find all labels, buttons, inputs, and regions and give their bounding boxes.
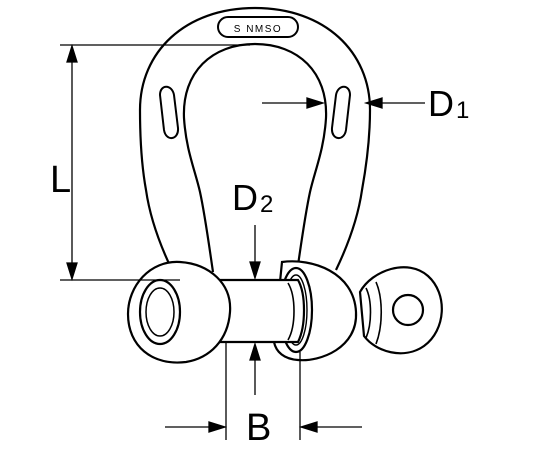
label-d2-sub: 2 [260, 191, 273, 218]
threaded-eye [358, 266, 443, 355]
l-arrowhead-bottom [66, 262, 78, 282]
l-arrowhead-top [66, 43, 78, 63]
label-d1-sub: 1 [456, 97, 469, 124]
label-b: B [246, 407, 271, 449]
label-l: L [50, 159, 71, 201]
eye-thread-line-2 [375, 281, 382, 345]
right-slot [330, 85, 352, 139]
dimension-lines [60, 43, 425, 440]
left-slot [158, 85, 180, 139]
d2-arrowhead-bottom [249, 341, 261, 361]
bow-outer-outline [138, 6, 372, 271]
d2-arrowhead-top [249, 261, 261, 281]
d1-arrowhead-right [363, 97, 383, 109]
eye-thread-line-1 [365, 287, 372, 339]
d1-arrowhead-left [306, 97, 326, 109]
marking-plate-outline [217, 16, 299, 38]
label-d2-main: D [232, 177, 258, 218]
bow-slots [158, 85, 352, 139]
dimension-labels: L D 1 D 2 B [50, 83, 469, 449]
marking-text: S NMSO [234, 24, 282, 35]
marking-plate: S NMSO [217, 16, 299, 38]
label-d1-main: D [428, 83, 454, 124]
eye-hole [391, 293, 425, 327]
pin-head-inner [145, 287, 175, 337]
shackle-bow [138, 6, 372, 273]
b-arrowhead-left [208, 421, 228, 433]
bow-inner-outline [182, 42, 328, 273]
left-lug [126, 260, 232, 364]
b-arrowhead-right [298, 421, 318, 433]
pin-shaft-end-curve [287, 282, 295, 341]
